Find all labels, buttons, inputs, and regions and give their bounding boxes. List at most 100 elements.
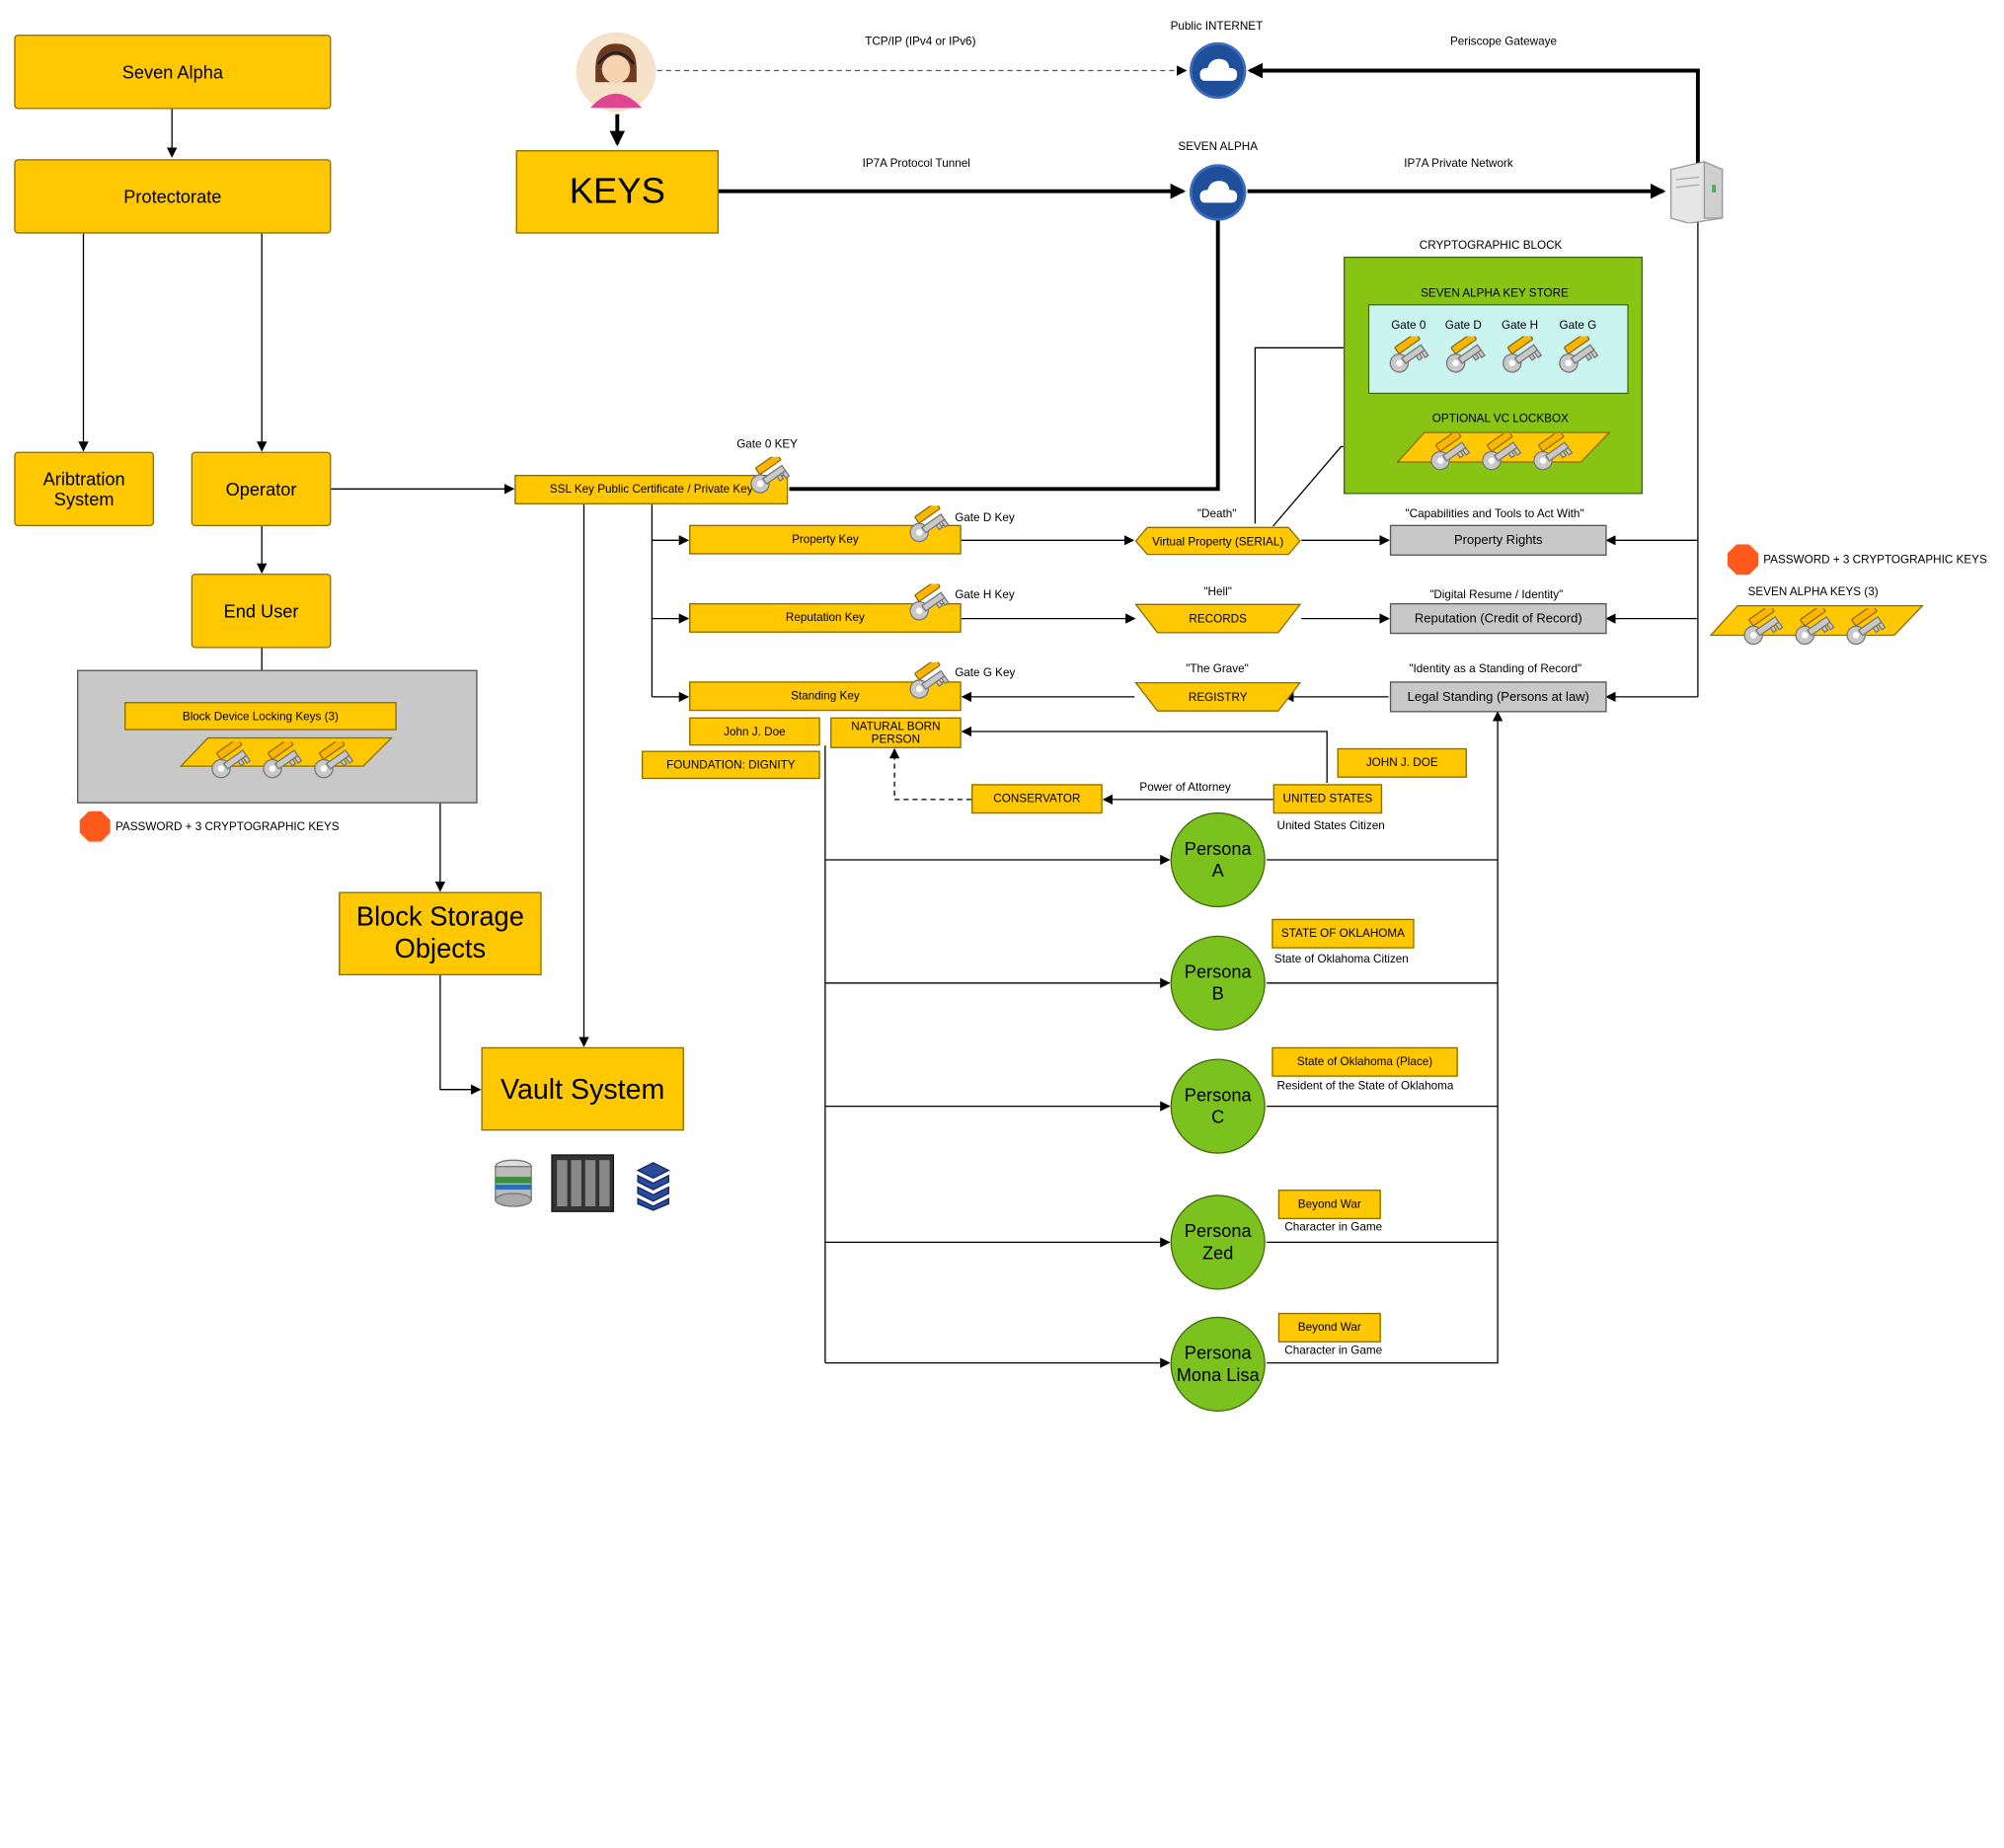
operator-box: Operator	[191, 451, 332, 526]
power-of-attorney-label: Power of Attorney	[1139, 780, 1231, 794]
character-in-game-label-2: Character in Game	[1284, 1344, 1383, 1357]
ok-resident-label: Resident of the State of Oklahoma	[1276, 1079, 1454, 1093]
persona-c-line2: C	[1211, 1106, 1225, 1127]
persona-a-line1: Persona	[1184, 838, 1252, 859]
gate-g-label: Gate G	[1559, 318, 1597, 332]
persona-a-line2: A	[1211, 859, 1224, 881]
conservator-box: CONSERVATOR	[971, 784, 1103, 814]
key-icon	[747, 453, 794, 509]
block-device-locking-keys-box: Block Device Locking Keys (3)	[124, 702, 397, 731]
arbitration-system-box: Aribtration System	[14, 451, 154, 526]
password-left-label: PASSWORD + 3 CRYPTOGRAPHIC KEYS	[115, 819, 340, 833]
seven-alpha-cloud-label: SEVEN ALPHA	[1178, 139, 1259, 153]
ssl-key-box: SSL Key Public Certificate / Private Key	[514, 474, 789, 504]
character-in-game-label-1: Character in Game	[1284, 1220, 1383, 1234]
identity-standing-label: "Identity as a Standing of Record"	[1409, 661, 1582, 675]
registry-shape	[1134, 681, 1302, 712]
periscope-gateway-label: Periscope Gatewaye	[1450, 35, 1557, 48]
us-citizen-label: United States Citizen	[1276, 818, 1385, 832]
key-icon	[906, 658, 953, 715]
persona-b-node: Persona B	[1170, 935, 1266, 1031]
state-of-oklahoma-box: STATE OF OKLAHOMA	[1272, 918, 1415, 949]
ok-citizen-label: State of Oklahoma Citizen	[1273, 952, 1409, 965]
persona-mona-line2: Mona Lisa	[1176, 1363, 1260, 1385]
gate-d-key-label: Gate D Key	[955, 510, 1015, 524]
persona-mona-line1: Persona	[1184, 1343, 1252, 1363]
cloud-icon	[1190, 41, 1247, 100]
key-icon	[1740, 604, 1787, 660]
records-shape	[1134, 603, 1302, 634]
capabilities-label: "Capabilities and Tools to Act With"	[1405, 506, 1584, 520]
crypto-block-label: CRYPTOGRAPHIC BLOCK	[1419, 238, 1563, 252]
stop-octagon-icon	[79, 810, 111, 842]
gate-0-label: Gate 0	[1391, 318, 1426, 332]
digital-resume-label: "Digital Resume / Identity"	[1429, 587, 1564, 601]
gate-g-key-label: Gate G Key	[955, 665, 1016, 679]
grave-label: "The Grave"	[1186, 661, 1249, 675]
natural-born-person-box: NATURAL BORN PERSON	[830, 717, 962, 748]
key-icon	[1499, 333, 1545, 389]
persona-c-line1: Persona	[1184, 1084, 1252, 1106]
seven-alpha-box: Seven Alpha	[14, 35, 332, 110]
server-icon	[1669, 160, 1724, 224]
gate-0-key-label: Gate 0 KEY	[736, 437, 798, 451]
database-icon	[495, 1159, 532, 1207]
key-icon	[1556, 333, 1602, 389]
key-icon	[906, 501, 953, 558]
key-icon	[1843, 604, 1889, 660]
block-device-panel	[77, 669, 478, 804]
persona-zed-node: Persona Zed	[1170, 1194, 1266, 1290]
john-doe-caps-box: JOHN J. DOE	[1337, 747, 1467, 778]
death-label: "Death"	[1196, 506, 1237, 520]
virtual-property-label: Virtual Property (SERIAL)	[1152, 534, 1284, 548]
john-doe-box: John J. Doe	[689, 717, 820, 746]
key-icon	[1427, 429, 1474, 486]
key-icon	[260, 737, 306, 794]
key-icon	[1442, 333, 1489, 389]
key-store-label: SEVEN ALPHA KEY STORE	[1421, 285, 1569, 299]
key-icon	[311, 737, 357, 794]
user-avatar-icon	[576, 32, 656, 113]
ip7a-tunnel-label: IP7A Protocol Tunnel	[862, 156, 970, 170]
key-icon	[1792, 604, 1838, 660]
reputation-credit-box: Reputation (Credit of Record)	[1389, 603, 1607, 635]
united-states-box: UNITED STATES	[1272, 784, 1383, 814]
vault-system-box: Vault System	[481, 1046, 684, 1131]
server-rack-icon	[551, 1154, 615, 1212]
key-icon	[906, 579, 953, 637]
beyond-war-box-1: Beyond War	[1277, 1190, 1381, 1219]
persona-b-line1: Persona	[1184, 961, 1252, 982]
ip7a-private-label: IP7A Private Network	[1404, 156, 1513, 170]
end-user-box: End User	[191, 574, 332, 649]
gate-d-label: Gate D	[1444, 318, 1482, 332]
legal-standing-box: Legal Standing (Persons at law)	[1389, 681, 1607, 713]
storage-stack-icon	[636, 1162, 670, 1211]
foundation-dignity-box: FOUNDATION: DIGNITY	[642, 750, 820, 780]
property-rights-box: Property Rights	[1389, 524, 1607, 556]
tcpip-label: TCP/IP (IPv4 or IPv6)	[865, 35, 976, 48]
persona-zed-line2: Zed	[1202, 1242, 1234, 1264]
registry-label: REGISTRY	[1188, 690, 1248, 704]
beyond-war-box-2: Beyond War	[1277, 1312, 1381, 1343]
hell-label: "Hell"	[1203, 584, 1232, 598]
records-label: RECORDS	[1189, 612, 1247, 626]
key-icon	[1386, 333, 1432, 389]
keys-box: KEYS	[515, 150, 719, 234]
block-storage-objects-box: Block Storage Objects	[339, 891, 542, 975]
lockbox-label: OPTIONAL VC LOCKBOX	[1431, 412, 1569, 425]
stop-octagon-icon	[1727, 544, 1758, 576]
gate-h-label: Gate H	[1502, 318, 1539, 332]
virtual-property-shape	[1134, 526, 1301, 556]
persona-zed-line1: Persona	[1184, 1220, 1252, 1242]
seven-alpha-keys-label: SEVEN ALPHA KEYS (3)	[1747, 584, 1879, 598]
key-icon	[208, 737, 255, 794]
protectorate-box: Protectorate	[14, 159, 332, 234]
cloud-icon	[1190, 164, 1247, 221]
persona-a-node: Persona A	[1170, 811, 1266, 908]
persona-mona-lisa-node: Persona Mona Lisa	[1170, 1316, 1266, 1412]
gate-h-key-label: Gate H Key	[955, 587, 1015, 601]
key-icon	[1530, 429, 1577, 486]
persona-b-line2: B	[1211, 982, 1224, 1004]
key-icon	[1479, 429, 1525, 486]
